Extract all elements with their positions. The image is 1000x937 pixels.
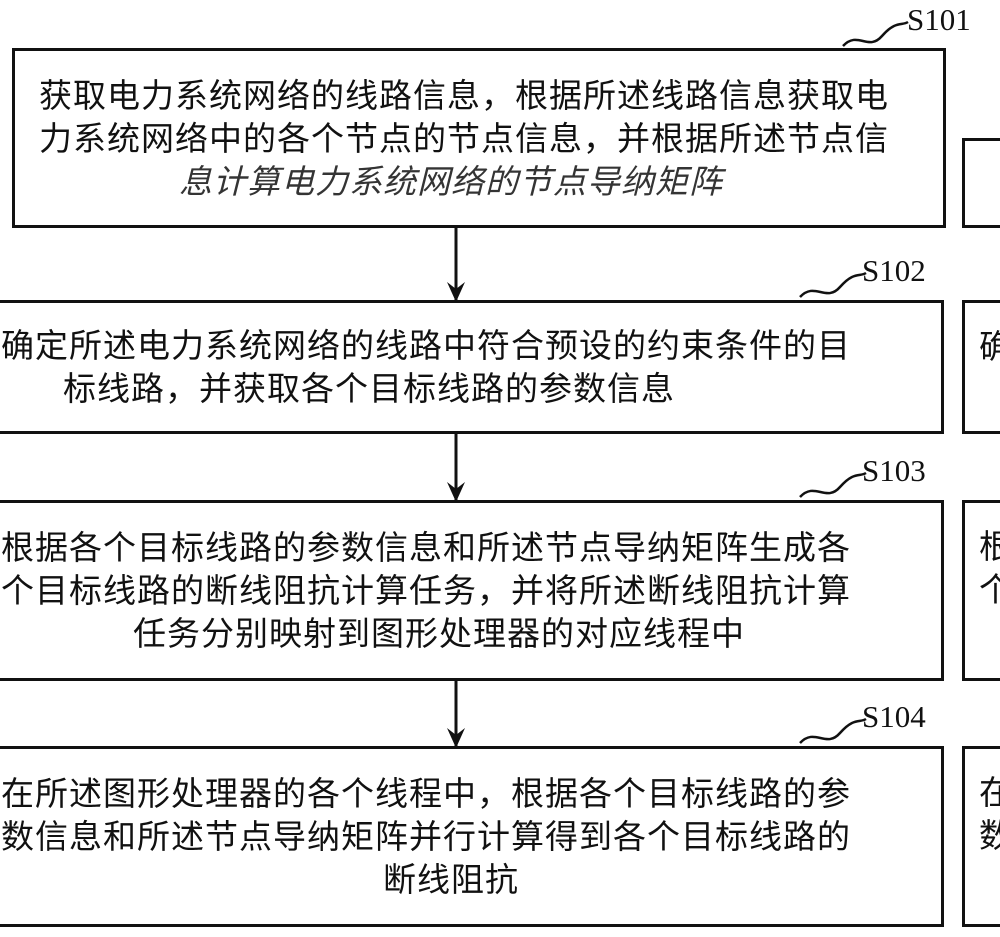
- leader-s102: [799, 271, 867, 298]
- step-box-s102: 确定所述电力系统网络的线路中符合预设的约束条件的目 标线路，并获取各个目标线路的…: [0, 300, 944, 434]
- step-s103-line-2: 个目标线路的断线阻抗计算任务，并将所述断线阻抗计算: [1, 571, 851, 610]
- leader-s103: [799, 471, 867, 498]
- step-label-s104: S104: [862, 699, 926, 734]
- step-s104-line-1: 在所述图形处理器的各个线程中，根据各个目标线路的参: [1, 774, 851, 813]
- step-s104-line-3: 断线阻抗: [383, 860, 519, 899]
- step-box-s104: 在所述图形处理器的各个线程中，根据各个目标线路的参 数信息和所述节点导纳矩阵并行…: [0, 746, 944, 927]
- partial-box-4: 在 数: [962, 746, 1000, 927]
- partial-box-3-line-1: 根: [965, 503, 1000, 568]
- arrowhead-s103-s104: [447, 728, 465, 748]
- step-label-s101: S101: [907, 2, 971, 37]
- step-s101-line-2: 力系统网络中的各个节点的节点信息，并根据所述节点信: [39, 118, 889, 158]
- partial-box-4-line-2: 数: [965, 814, 1000, 857]
- partial-box-1: [962, 138, 1000, 228]
- step-label-s102: S102: [862, 253, 926, 288]
- arrowhead-s101-s102: [447, 282, 465, 302]
- step-s103-line-1: 根据各个目标线路的参数信息和所述节点导纳矩阵生成各: [1, 528, 851, 567]
- step-s101-line-1: 获取电力系统网络的线路信息，根据所述线路信息获取电: [39, 75, 889, 115]
- arrowhead-s102-s103: [447, 482, 465, 502]
- step-s102-line-1: 确定所述电力系统网络的线路中符合预设的约束条件的目: [1, 326, 851, 365]
- leader-s101: [842, 20, 909, 47]
- step-s104-line-2: 数信息和所述节点导纳矩阵并行计算得到各个目标线路的: [1, 817, 851, 856]
- partial-box-3: 根 个: [962, 500, 1000, 681]
- step-s101-line-3: 息计算电力系统网络的节点导纳矩阵: [179, 161, 723, 201]
- step-s102-line-2: 标线路，并获取各个目标线路的参数信息: [63, 369, 675, 408]
- leader-s104: [799, 717, 867, 744]
- step-label-s103: S103: [862, 453, 926, 488]
- step-box-s101: 获取电力系统网络的线路信息，根据所述线路信息获取电 力系统网络中的各个节点的节点…: [12, 48, 946, 228]
- step-s103-line-3: 任务分别映射到图形处理器的对应线程中: [133, 614, 745, 653]
- partial-box-2-text: 确: [965, 303, 1000, 368]
- step-box-s103: 根据各个目标线路的参数信息和所述节点导纳矩阵生成各 个目标线路的断线阻抗计算任务…: [0, 500, 944, 681]
- partial-box-4-line-1: 在: [965, 749, 1000, 814]
- partial-box-2: 确: [962, 300, 1000, 434]
- partial-box-3-line-2: 个: [965, 568, 1000, 611]
